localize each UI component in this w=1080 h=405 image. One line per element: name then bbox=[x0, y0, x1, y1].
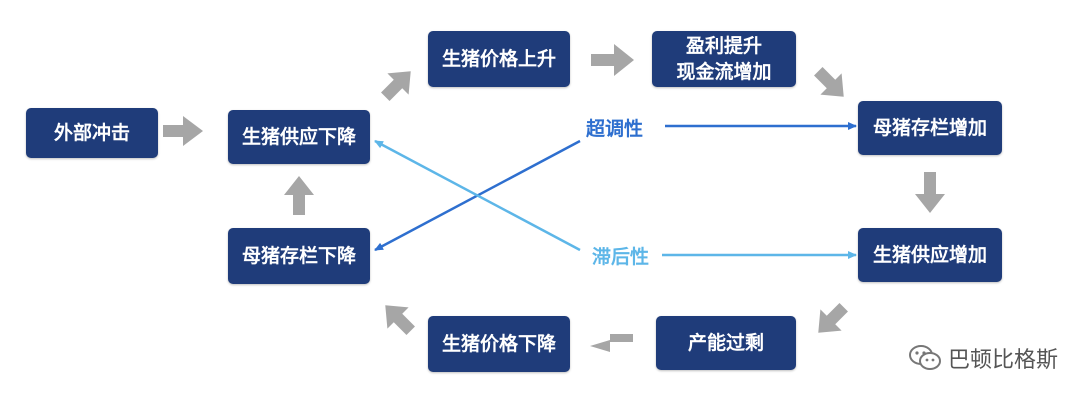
flow-arrow-supply-to-overcapacity bbox=[818, 303, 848, 333]
flow-arrow-shock-to-supply bbox=[163, 116, 203, 146]
node-external-shock: 外部冲击 bbox=[26, 108, 158, 158]
node-sow-increase: 母猪存栏增加 bbox=[858, 101, 1002, 155]
flow-arrow-price-to-profit bbox=[591, 44, 634, 76]
label-lag: 滞后性 bbox=[592, 246, 650, 268]
node-price-fall: 生猪价格下降 bbox=[428, 316, 570, 372]
node-profit-line1: 盈利提升 bbox=[685, 35, 762, 57]
node-profit-cashflow: 盈利提升 现金流增加 bbox=[652, 31, 796, 87]
flow-arrow-sow-to-supply bbox=[915, 172, 945, 213]
node-overcapacity: 产能过剩 bbox=[656, 316, 796, 370]
flow-arrow-profit-to-sow bbox=[814, 67, 844, 97]
node-sow-decrease: 母猪存栏下降 bbox=[228, 228, 370, 284]
node-supply-decrease: 生猪供应下降 bbox=[228, 110, 370, 164]
watermark: 巴顿比格斯 bbox=[908, 342, 1058, 374]
lag-line-diagonal bbox=[374, 139, 581, 252]
flow-arrow-overcapacity-to-price-fall bbox=[590, 334, 633, 352]
flow-arrow-sow-to-supply-up bbox=[284, 176, 314, 215]
node-profit-line2: 现金流增加 bbox=[676, 61, 772, 83]
flow-arrow-supply-to-price bbox=[381, 71, 411, 101]
label-overshoot: 超调性 bbox=[586, 118, 644, 140]
node-price-rise: 生猪价格上升 bbox=[428, 31, 570, 87]
watermark-text: 巴顿比格斯 bbox=[947, 348, 1058, 373]
wechat-icon bbox=[908, 345, 941, 370]
flow-arrow-pricefall-to-sow bbox=[385, 305, 415, 335]
node-supply-increase: 生猪供应增加 bbox=[858, 228, 1002, 282]
